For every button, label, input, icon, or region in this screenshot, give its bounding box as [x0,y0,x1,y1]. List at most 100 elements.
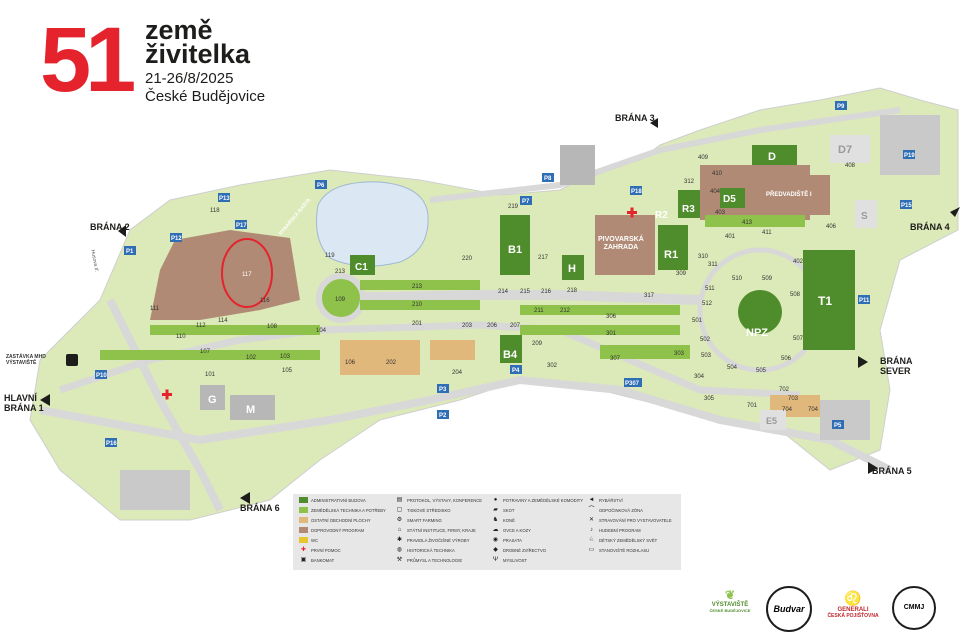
svg-text:410: 410 [712,171,723,177]
road-outer [39,375,892,474]
trade-area [430,340,475,360]
label-e5: E5 [766,416,777,426]
legend-item: ZEMĚDĚLSKÁ TECHNIKA A POTŘEBY [299,505,386,515]
legend-swatch [299,517,308,523]
svg-text:503: 503 [701,353,712,359]
svg-text:506: 506 [781,356,792,362]
sponsor-budvar: Budvar [766,586,812,632]
legend-item: ▣BANKOMAT [300,556,335,563]
sponsor-generali: ♌ GENERALI ČESKÁ POJIŠŤOVNA [818,590,888,619]
svg-text:204: 204 [452,370,463,376]
svg-text:406: 406 [826,224,837,230]
legend-item: ◉PRASATA [492,536,522,543]
parking-p1 [124,246,136,255]
label-npz: NPZ [746,327,768,339]
parking-p5 [832,420,844,429]
gate-5-label: BRÁNA 5 [872,466,912,476]
svg-text:302: 302 [547,363,558,369]
atm-icon: ▣ [300,556,307,563]
svg-text:107: 107 [200,349,211,355]
svg-text:502: 502 [700,337,711,343]
svg-text:P4: P4 [512,368,520,374]
gate-main-1-line2: BRÁNA 1 [4,403,44,413]
parking-p15 [900,200,912,209]
legend-item: ⌂STÁTNÍ INSTITUCE, FIRMY, KRAJE [395,525,476,535]
horse-icon: ♞ [492,516,499,523]
svg-text:704: 704 [808,407,819,413]
gate-arrow-icon [40,394,50,406]
svg-text:210: 210 [412,302,423,308]
road-top [429,107,901,203]
svg-text:114: 114 [218,318,228,324]
legend-item: ▰SKOT [491,505,514,515]
gate-north-line1: BRÁNA [880,356,913,366]
gate-4-label: BRÁNA 4 [910,222,950,232]
parking-p9 [835,101,847,110]
radio-icon: ▭ [588,546,595,553]
legend-item: ▢TISKOVÉ STŘEDISKO [396,506,451,513]
label-b1: B1 [508,244,522,256]
svg-text:702: 702 [779,387,790,393]
pivovarska-line2: ZAHRADA [603,244,639,251]
gate-arrow-icon [650,118,658,128]
svg-text:408: 408 [845,163,856,169]
pavilion-r1 [658,225,688,270]
plot-ag [520,325,680,335]
plot-ag [150,325,320,335]
cutlery-icon: ✕ [588,516,595,523]
smart-farming-icon: ⚙ [396,516,403,523]
svg-text:P1: P1 [126,249,134,255]
logo-title: země živitelka [145,15,251,69]
legend-item: ✱PRAVIDLA ŽIVOČIŠNÉ VÝROBY [396,536,470,543]
svg-text:P16: P16 [106,441,117,447]
label-m: M [246,404,255,416]
tractor-icon: ◍ [396,546,403,553]
svg-text:413: 413 [742,220,753,226]
svg-text:303: 303 [674,351,685,357]
gate-arrow-icon [950,207,960,217]
tram-stop-line2: VÝSTAVIŠTĚ [6,360,37,366]
sponsor-generali-line1: GENERALI [837,607,869,613]
svg-text:P5: P5 [834,423,842,429]
label-d7: D7 [838,144,852,156]
svg-text:409: 409 [698,155,709,161]
legend-item: ✕STRAVOVÁNÍ PRO VYSTAVOVATELE [588,516,672,523]
svg-text:312: 312 [684,179,695,185]
svg-text:305: 305 [704,396,715,402]
sponsor-cmmj: CMMJ [892,586,936,630]
npz-center [738,290,782,334]
pavilion-labels: T1 NPZ B1 B4 R1 R3 H C1 D5 D R2 G M [208,151,832,416]
legend-item: ADMINISTRATIVNÍ BUDOVA [299,495,366,505]
gate-3-label: BRÁNA 3 [615,113,655,123]
label-d: D [768,151,776,163]
legend-item: ◍HISTORICKÁ TECHNIKA [396,546,455,553]
cattle-icon: ▰ [493,506,498,513]
plot-ag [520,305,680,315]
svg-text:P8: P8 [544,176,552,182]
building-gray-bottom-right [820,400,870,440]
svg-text:211: 211 [534,308,544,314]
conference-icon: ▤ [396,496,403,503]
svg-text:209: 209 [532,341,543,347]
svg-text:P9: P9 [837,104,845,110]
label-c1: C1 [355,262,368,273]
svg-text:701: 701 [747,403,758,409]
logo-title-line1: země [145,15,213,45]
svg-text:202: 202 [386,360,397,366]
pavilion-d [752,145,797,165]
svg-text:512: 512 [702,301,713,307]
event-city: České Budějovice [145,88,266,105]
logo-title-line2: živitelka [145,39,251,69]
svg-text:P6: P6 [317,183,325,189]
label-r3: R3 [682,204,695,215]
svg-text:108: 108 [267,324,278,330]
svg-text:109: 109 [335,297,346,303]
first-aid-icon [162,389,172,400]
svg-text:307: 307 [610,356,621,362]
building-s [855,200,877,228]
legend-item: DOPROVODNÝ PROGRAM [299,525,364,535]
legend-item: ✚PRVNÍ POMOC [300,546,341,553]
pavilion-d5 [720,188,745,208]
building-gray-left [120,470,190,510]
parking-p3 [437,384,449,393]
